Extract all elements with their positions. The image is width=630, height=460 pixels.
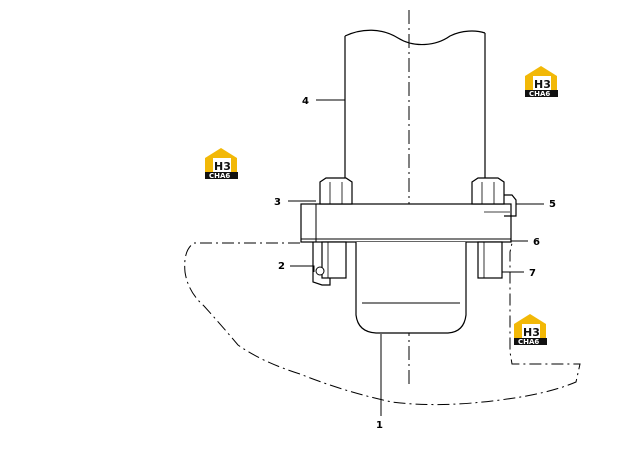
callout-2: 2 [278,261,285,272]
watermark-logo: H3 CHA6 [205,148,238,180]
callout-4: 4 [302,96,309,107]
hub-body [355,242,467,334]
lock-pin [315,266,325,276]
svg-text:CHA6: CHA6 [529,90,550,98]
callout-1: 1 [376,420,383,431]
flange-plate [300,203,512,243]
lock-plate-left [312,242,331,286]
housing-outline [184,242,581,406]
callout-5: 5 [549,199,556,210]
shaft [344,29,486,205]
svg-text:CHA6: CHA6 [209,172,230,180]
svg-text:H3: H3 [214,160,231,173]
callout-6: 6 [533,237,540,248]
callout-7: 7 [529,268,536,279]
svg-text:H3: H3 [534,78,551,91]
bolt-shank-right [477,241,503,279]
leader-2 [290,265,315,272]
callout-3: 3 [274,197,281,208]
watermark-logo: H3 CHA6 [514,314,547,346]
bolt-head-left [319,177,353,205]
bolt-head-right [471,177,505,205]
svg-text:H3: H3 [523,326,540,339]
lock-tab-right [504,194,517,217]
watermark-logo: H3 CHA6 [525,66,558,98]
svg-text:CHA6: CHA6 [518,338,539,346]
bolt-shank-left [321,241,347,279]
